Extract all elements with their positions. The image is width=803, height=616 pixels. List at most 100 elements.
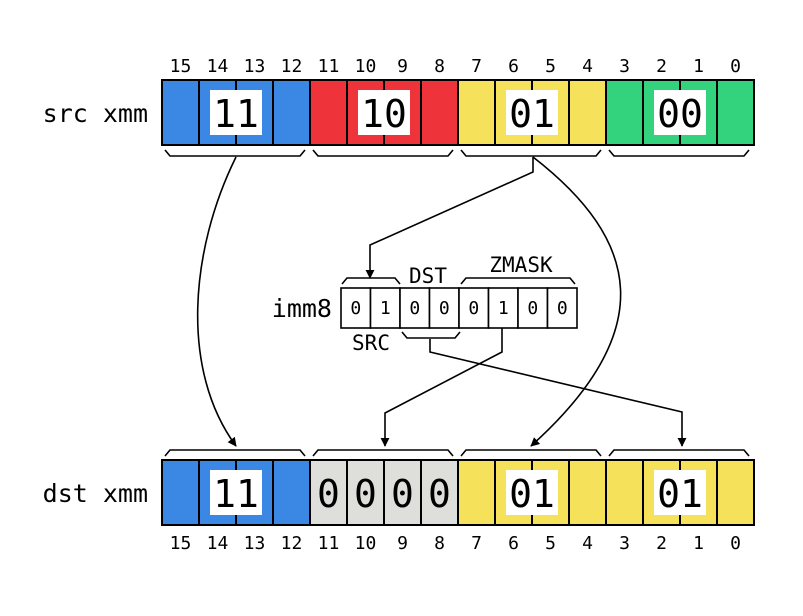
arrow-imm8-dst-to-dst-slot (429, 339, 687, 447)
dst-group-value: 01 (657, 472, 703, 516)
src-braces (164, 149, 750, 157)
src-bit-number: 0 (730, 56, 741, 77)
dst-brace-01-a (460, 449, 602, 457)
dst-bit-number: 14 (207, 533, 229, 554)
dst-bit-number: 13 (244, 533, 266, 554)
dst-group-box (654, 470, 706, 515)
dst-bit-cell (457, 459, 496, 526)
imm8-bit-value: 1 (498, 298, 509, 319)
arrow-src-01-to-dst-01 (530, 156, 622, 447)
arrow-imm8-zmask-to-zero-slot (380, 328, 503, 447)
imm8-dst-field-label: DST (409, 264, 447, 288)
dst-zeroed-bit: 0 (354, 472, 377, 516)
src-bit-number: 6 (508, 56, 519, 77)
dst-bit-number: 4 (582, 533, 593, 554)
imm8-bit-cell (546, 287, 578, 329)
src-bit-number: 15 (170, 56, 192, 77)
imm8-src-field-label: SRC (352, 331, 390, 355)
dst-bit-cell (346, 459, 385, 526)
src-label: src xmm (43, 99, 148, 128)
dst-bit-cell (605, 459, 644, 526)
imm8-zmask-field-brace (460, 277, 576, 285)
src-bit-cell (605, 79, 644, 146)
imm8-zmask-field-label: ZMASK (489, 253, 553, 277)
imm8-bit-value: 0 (409, 298, 420, 319)
src-bit-cell (161, 79, 200, 146)
src-group-box (358, 90, 410, 135)
src-bit-number: 2 (656, 56, 667, 77)
src-bit-number: 10 (355, 56, 377, 77)
imm8-bit-cell (399, 287, 431, 329)
dst-bit-number: 12 (281, 533, 303, 554)
src-group-value: 10 (361, 92, 407, 136)
src-group-box (654, 90, 706, 135)
imm8-bit-cell (340, 287, 372, 329)
imm8-label: imm8 (272, 294, 332, 323)
dst-zeroed-bit: 0 (428, 472, 451, 516)
dst-bit-number: 3 (619, 533, 630, 554)
dst-zeroed-bit: 0 (317, 472, 340, 516)
dst-bit-cell (568, 459, 607, 526)
dst-bit-number: 0 (730, 533, 741, 554)
dst-bit-number: 15 (170, 533, 192, 554)
src-bit-number: 9 (397, 56, 408, 77)
dst-bit-number: 6 (508, 533, 519, 554)
imm8-bit-value: 0 (557, 298, 568, 319)
src-bit-cell (309, 79, 348, 146)
dst-brace-11 (164, 449, 306, 457)
imm8-bit-value: 0 (439, 298, 450, 319)
src-bit-cell (272, 79, 311, 146)
dst-bit-cell (383, 459, 422, 526)
arrow-src-11-to-dst-11 (196, 156, 237, 447)
src-bit-number: 14 (207, 56, 229, 77)
src-brace-01 (460, 149, 602, 157)
dst-bit-cell (716, 459, 755, 526)
src-bit-number: 1 (693, 56, 704, 77)
dst-brace-01-b (608, 449, 750, 457)
dst-group-value: 11 (213, 472, 259, 516)
imm8-bit-cell (458, 287, 490, 329)
dst-bit-number: 11 (318, 533, 340, 554)
imm8-dst-field-brace (401, 331, 461, 339)
imm8-bit-value: 0 (468, 298, 479, 319)
imm8-bit-value: 1 (380, 298, 391, 319)
src-bit-cell (420, 79, 459, 146)
src-bit-number: 4 (582, 56, 593, 77)
src-bit-cell (716, 79, 755, 146)
dst-zeroed-bit: 0 (391, 472, 414, 516)
imm8-bit-cell (487, 287, 519, 329)
src-group-box (210, 90, 262, 135)
src-bit-number: 8 (434, 56, 445, 77)
dst-bit-number: 10 (355, 533, 377, 554)
src-bit-number: 13 (244, 56, 266, 77)
imm8-bit-value: 0 (527, 298, 538, 319)
dst-bit-number: 5 (545, 533, 556, 554)
dst-brace-zero (312, 449, 454, 457)
dst-bit-cell (420, 459, 459, 526)
dst-bit-number: 9 (397, 533, 408, 554)
dst-bit-cell (309, 459, 348, 526)
src-bit-number: 5 (545, 56, 556, 77)
src-bit-cell (457, 79, 496, 146)
imm8-bit-cell (369, 287, 401, 329)
src-group-value: 11 (213, 92, 259, 136)
imm8-src-field-brace (341, 277, 401, 285)
dst-group-value: 01 (509, 472, 555, 516)
dst-group-box (506, 470, 558, 515)
dst-group-box (210, 470, 262, 515)
dst-bit-number: 2 (656, 533, 667, 554)
dst-bit-number: 7 (471, 533, 482, 554)
src-bit-number: 12 (281, 56, 303, 77)
src-bit-number: 3 (619, 56, 630, 77)
dst-bit-cell (161, 459, 200, 526)
src-bit-number: 11 (318, 56, 340, 77)
src-group-value: 00 (657, 92, 703, 136)
imm8-bit-value: 0 (350, 298, 361, 319)
src-brace-11 (164, 149, 306, 157)
src-brace-00 (608, 149, 750, 157)
arrow-src-01-to-imm8-src (365, 157, 534, 279)
